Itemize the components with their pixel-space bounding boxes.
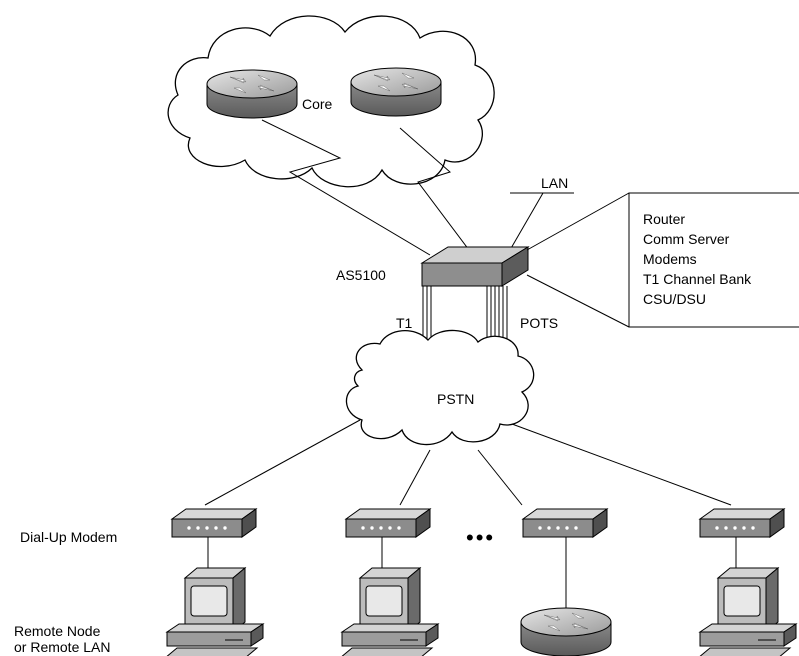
pstn-label: PSTN xyxy=(437,391,474,407)
serial-link-left xyxy=(261,119,431,256)
pstn-link-3 xyxy=(477,449,523,506)
lan-label: LAN xyxy=(541,175,568,191)
serial-link-right xyxy=(399,127,476,259)
lan-link xyxy=(509,192,544,251)
pstn-cloud xyxy=(345,329,535,446)
callout-pointer-top xyxy=(526,192,630,251)
callout-item: CSU/DSU xyxy=(643,291,706,307)
pots-label: POTS xyxy=(520,315,558,331)
callout-box xyxy=(628,192,799,328)
callout-item: Router xyxy=(643,211,685,227)
dialup-modem-1 xyxy=(171,508,257,538)
remote-node-label-line1: Remote Node xyxy=(14,623,101,639)
callout-item: T1 Channel Bank xyxy=(643,271,752,287)
pstn-link-2 xyxy=(399,449,431,506)
dialup-modem-label: Dial-Up Modem xyxy=(20,529,117,545)
core-cloud xyxy=(167,15,495,188)
core-label: Core xyxy=(302,96,333,112)
as5100-label: AS5100 xyxy=(336,267,386,283)
remote-pc-1 xyxy=(164,567,264,656)
remote-pc-2 xyxy=(339,567,439,656)
as5100-access-server xyxy=(420,246,530,287)
dialup-modem-2 xyxy=(345,508,431,538)
callout-item: Comm Server xyxy=(643,231,730,247)
pstn-link-4 xyxy=(511,423,732,506)
remote-node-label-line2: or Remote LAN xyxy=(14,639,110,655)
callout-item: Modems xyxy=(643,251,697,267)
dialup-modem-3 xyxy=(522,508,608,538)
core-router-right xyxy=(350,67,442,117)
core-router-left xyxy=(206,69,298,119)
dialup-modem-4 xyxy=(699,508,785,538)
t1-label: T1 xyxy=(396,315,413,331)
ellipsis-more: ••• xyxy=(466,525,495,550)
remote-pc-3 xyxy=(697,567,797,656)
callout-list: Router Comm Server Modems T1 Channel Ban… xyxy=(643,211,752,307)
remote-lan-router xyxy=(520,607,612,656)
callout-pointer-bottom xyxy=(526,274,630,328)
pstn-link-1 xyxy=(204,419,361,506)
